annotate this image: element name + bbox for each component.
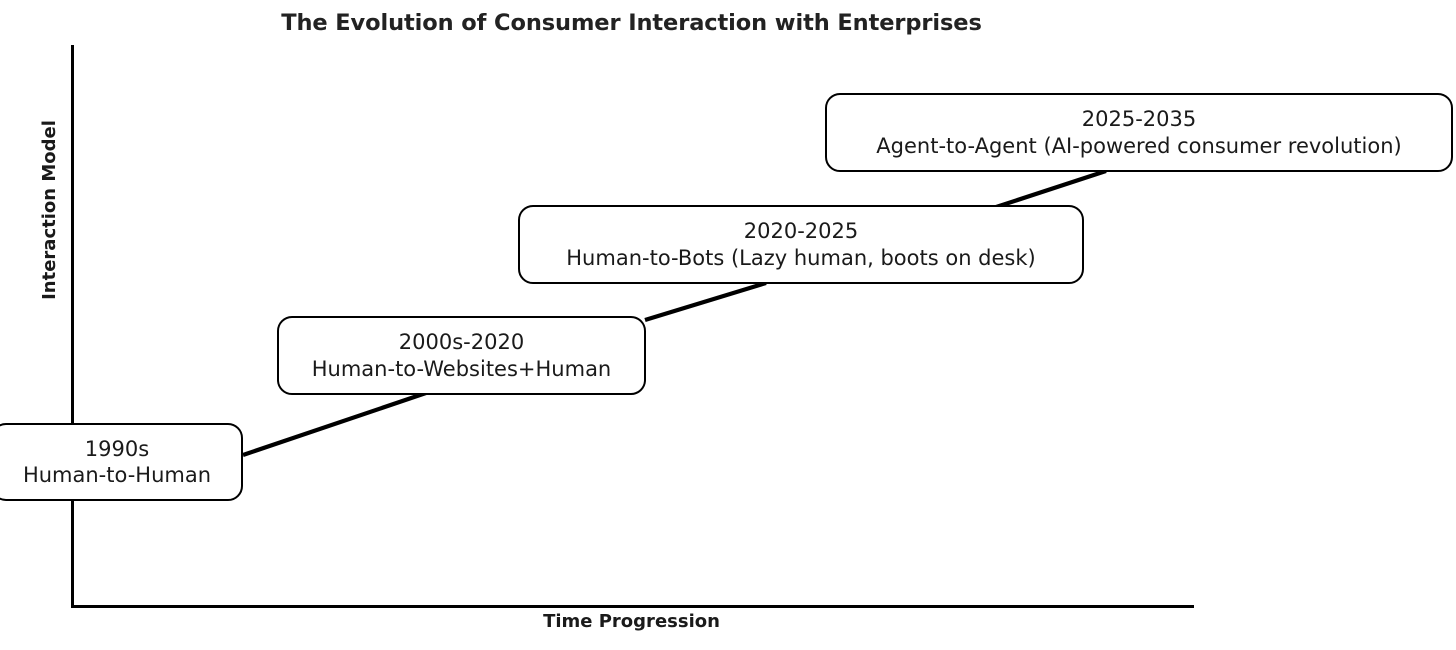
y-axis-label: Interaction Model [39, 120, 60, 300]
stage-description-label: Human-to-Websites+Human [311, 356, 612, 381]
stage-box-2020-2025[interactable]: 2020-2025 Human-to-Bots (Lazy human, boo… [518, 205, 1084, 284]
stage-box-2025-2035[interactable]: 2025-2035 Agent-to-Agent (AI-powered con… [825, 93, 1453, 172]
connector-line-1 [242, 391, 427, 457]
stage-period-label: 2020-2025 [743, 219, 859, 244]
stage-period-label: 2025-2035 [1081, 107, 1197, 132]
connector-line-2 [644, 280, 767, 323]
stage-box-2000s-2020[interactable]: 2000s-2020 Human-to-Websites+Human [277, 316, 646, 395]
stage-description-label: Agent-to-Agent (AI-powered consumer revo… [876, 133, 1402, 158]
stage-period-label: 2000s-2020 [398, 330, 525, 355]
stage-box-1990s[interactable]: 1990s Human-to-Human [0, 423, 243, 501]
y-axis-line [71, 45, 74, 608]
page-title: The Evolution of Consumer Interaction wi… [281, 10, 982, 36]
stage-description-label: Human-to-Bots (Lazy human, boots on desk… [566, 245, 1036, 270]
connector-line-3 [989, 169, 1107, 211]
x-axis-line [71, 605, 1194, 608]
x-axis-label: Time Progression [543, 611, 720, 632]
stage-period-label: 1990s [84, 436, 150, 461]
stage-description-label: Human-to-Human [22, 463, 212, 487]
